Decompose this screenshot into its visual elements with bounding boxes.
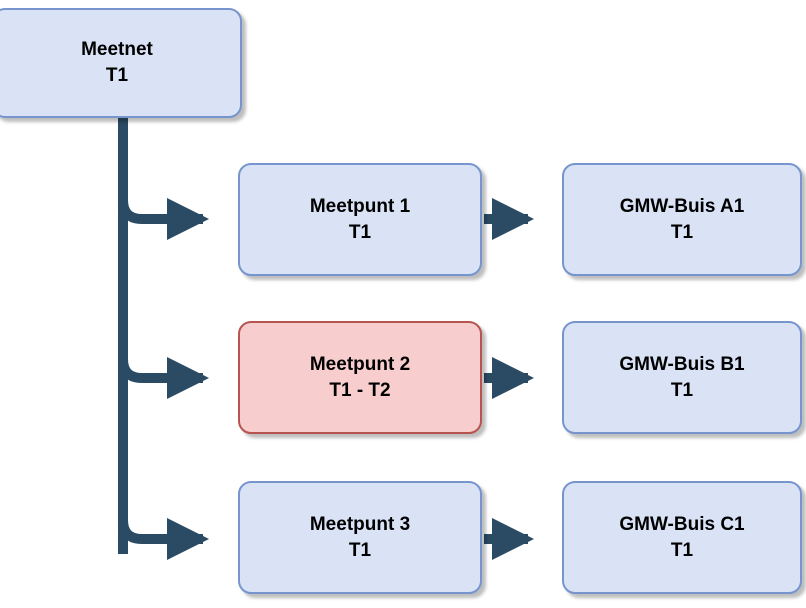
- node-gmw-buis-a1-title: GMW-Buis A1: [619, 195, 745, 217]
- node-gmw-buis-a1[interactable]: GMW-Buis A1 T1: [562, 163, 802, 276]
- edge-meetnet-to-meetpunt-2: [118, 357, 210, 400]
- node-meetnet-subtitle: T1: [105, 65, 129, 86]
- edge-meetnet-to-meetpunt-3: [118, 518, 210, 561]
- node-gmw-buis-c1-subtitle: T1: [670, 539, 694, 561]
- node-meetpunt-2[interactable]: Meetpunt 2 T1 - T2: [238, 321, 482, 434]
- edge-meetnet-to-meetpunt-1: [118, 198, 210, 241]
- node-gmw-buis-a1-subtitle: T1: [670, 221, 694, 243]
- node-gmw-buis-b1[interactable]: GMW-Buis B1 T1: [562, 321, 802, 434]
- node-meetnet[interactable]: Meetnet T1: [0, 8, 242, 118]
- node-meetnet-title: Meetnet: [81, 39, 153, 61]
- node-gmw-buis-b1-title: GMW-Buis B1: [619, 353, 745, 375]
- node-meetpunt-3-subtitle: T1: [348, 539, 372, 561]
- node-meetpunt-1-subtitle: T1: [348, 221, 372, 243]
- node-gmw-buis-c1[interactable]: GMW-Buis C1 T1: [562, 481, 802, 594]
- node-meetpunt-1[interactable]: Meetpunt 1 T1: [238, 163, 482, 276]
- node-meetpunt-1-title: Meetpunt 1: [309, 195, 411, 217]
- node-meetpunt-3[interactable]: Meetpunt 3 T1: [238, 481, 482, 594]
- node-meetpunt-2-title: Meetpunt 2: [309, 353, 411, 375]
- node-meetpunt-2-subtitle: T1 - T2: [329, 379, 391, 401]
- node-gmw-buis-b1-subtitle: T1: [670, 379, 694, 401]
- node-gmw-buis-c1-title: GMW-Buis C1: [619, 513, 745, 535]
- node-meetpunt-3-title: Meetpunt 3: [309, 513, 411, 535]
